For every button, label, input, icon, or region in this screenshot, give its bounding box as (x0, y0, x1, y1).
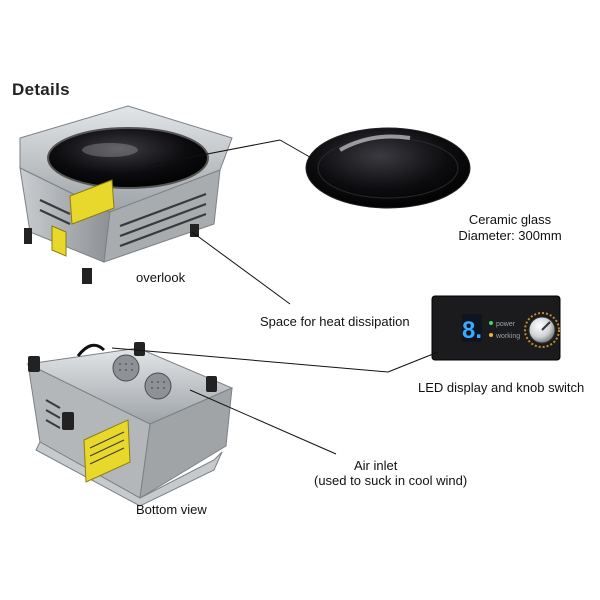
callout-lines (111, 139, 439, 455)
bottom-warning-sticker (83, 419, 131, 483)
cooker-bottom-image (26, 342, 234, 507)
control-panel-image: 8. power working (431, 295, 561, 361)
label-air-inlet-note: (used to suck in cool wind) (314, 473, 468, 488)
label-bottom-view: Bottom view (136, 502, 207, 517)
fan-grille-1 (112, 354, 140, 382)
label-diameter: Diameter: 300mm (458, 228, 562, 243)
led-display (462, 314, 482, 342)
led-digit: 8. (462, 317, 482, 344)
ceramic-glass-bowl (47, 127, 209, 189)
label-ceramic-glass: Ceramic glass (468, 212, 552, 227)
cooker-top-image (19, 105, 233, 284)
label-heat-dissipation: Space for heat dissipation (260, 314, 410, 329)
indicator-working: working (495, 333, 520, 340)
fan-grille-2 (144, 372, 172, 400)
warning-sticker (69, 179, 115, 225)
page-title: Details (12, 80, 70, 99)
label-led-knob: LED display and knob switch (418, 380, 585, 395)
vent-slots (39, 192, 207, 248)
power-cable (76, 343, 106, 357)
indicator-power: power (496, 321, 516, 328)
ceramic-glass-plate-image (305, 127, 471, 209)
label-air-inlet: Air inlet (354, 458, 398, 473)
label-overlook: overlook (136, 270, 186, 285)
